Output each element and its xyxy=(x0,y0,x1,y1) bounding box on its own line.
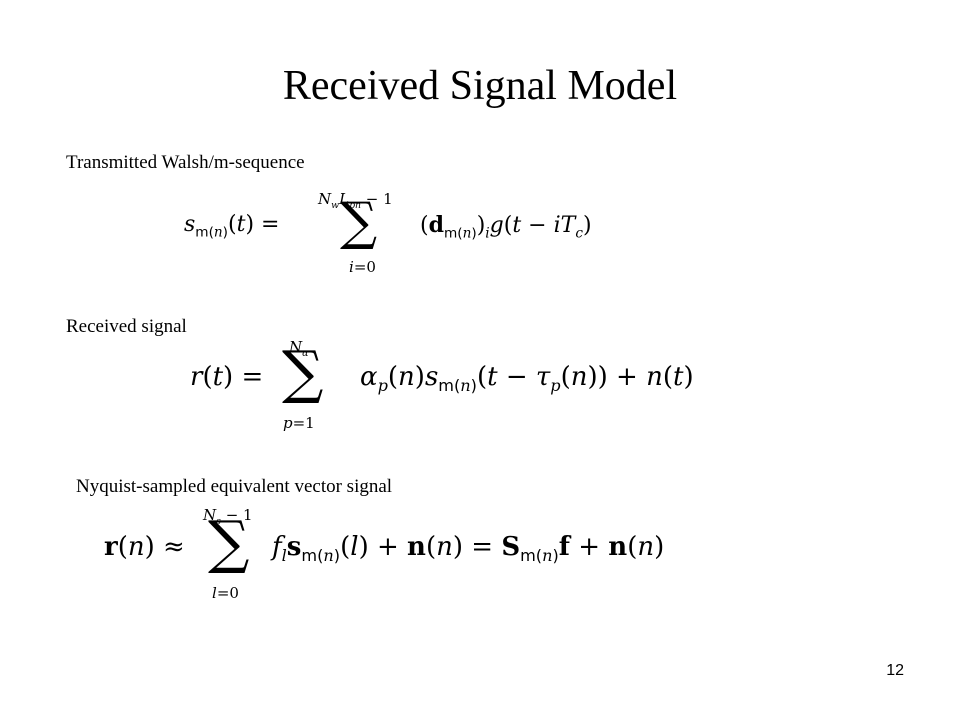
summation-icon: ∑ xyxy=(282,338,324,406)
summation-icon: ∑ xyxy=(208,508,250,576)
transmitted-equation: sm(n)(t) = NwLpn − 1 ∑ i=0 (dm(n))ig(t −… xyxy=(184,190,592,276)
slide-title: Received Signal Model xyxy=(282,63,678,109)
received-label: Received signal xyxy=(66,316,187,337)
page-number: 12 xyxy=(886,662,904,679)
nyquist-label: Nyquist-sampled equivalent vector signal xyxy=(76,476,393,497)
transmitted-label: Transmitted Walsh/m-sequence xyxy=(66,152,305,173)
summation-icon: ∑ xyxy=(340,192,378,252)
received-equation: r(t) = Nα ∑ p=1 αp(n)sm(n)(t − τp(n)) + … xyxy=(190,338,694,432)
nyquist-equation: r(n) ≈ Ns − 1 ∑ l=0 flsm(n)(l) + n(n) = … xyxy=(104,506,665,602)
